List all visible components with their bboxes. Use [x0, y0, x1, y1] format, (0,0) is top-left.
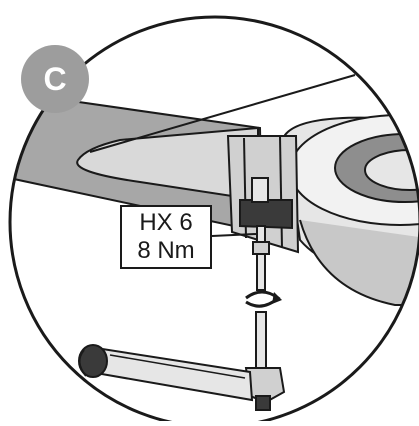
bolt-head [251, 177, 269, 203]
torque-label: 8 Nm [137, 237, 195, 264]
hex-key-shaft [255, 311, 267, 373]
clamp-block [239, 199, 293, 230]
step-badge: C [21, 45, 89, 113]
detail-view [10, 74, 419, 411]
hex-size-label: HX 6 [139, 209, 193, 236]
outlet-skirt [299, 219, 419, 306]
tool-spec-box: HX 6 8 Nm [120, 205, 212, 269]
guide-line [89, 74, 356, 153]
spec-pointer [211, 233, 257, 237]
hose-tip-highlight [76, 126, 259, 202]
step-label: C [43, 61, 67, 97]
detail-circle [8, 15, 419, 426]
screw-shaft [256, 225, 266, 291]
